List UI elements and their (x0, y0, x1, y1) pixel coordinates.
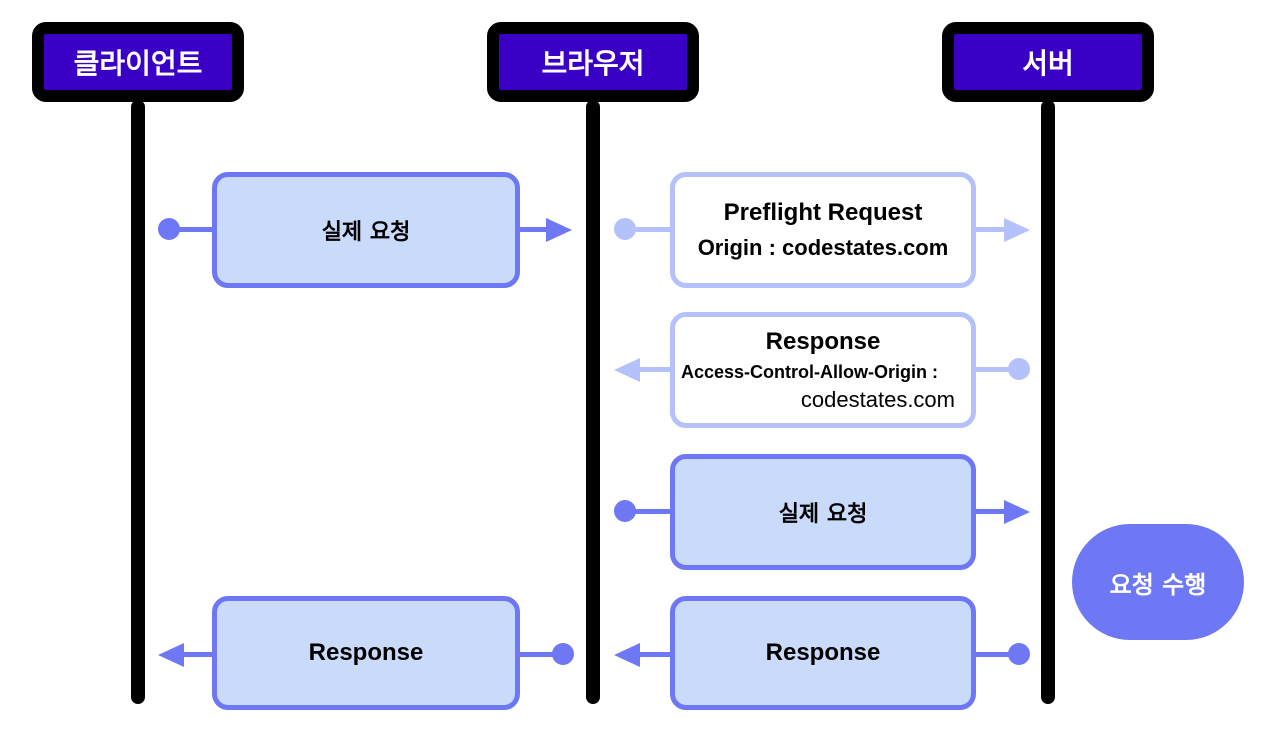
client-actor: 클라이언트 (32, 22, 244, 102)
server-response-line-right (974, 652, 1020, 657)
server-request-box: 실제 요청 (670, 454, 976, 570)
preflight-response-value: codestates.com (800, 386, 955, 412)
server-response-box: Response (670, 596, 976, 710)
server-response-origin-dot (1008, 643, 1030, 665)
preflight-origin-dot (614, 218, 636, 240)
client-response-line-left (182, 652, 216, 657)
server-request-line-right (974, 509, 1006, 514)
preflight-request-box: Preflight Request Origin : codestates.co… (670, 172, 976, 288)
preflight-response-origin-dot (1008, 358, 1030, 380)
server-actor: 서버 (942, 22, 1154, 102)
preflight-line-right (974, 227, 1006, 232)
server-response-arrow (614, 643, 640, 667)
server-request-origin-dot (614, 500, 636, 522)
server-request-line-left (626, 509, 672, 514)
preflight-response-line-left (638, 367, 672, 372)
client-response-arrow (158, 643, 184, 667)
server-lifeline (1041, 100, 1055, 704)
browser-lifeline (586, 100, 600, 704)
client-request-box: 실제 요청 (212, 172, 520, 288)
client-response-line-right (518, 652, 564, 657)
server-request-arrow (1004, 500, 1030, 524)
client-response-label: Response (308, 639, 424, 666)
preflight-arrow (1004, 218, 1030, 242)
preflight-title: Preflight Request (723, 199, 923, 226)
client-lifeline (131, 100, 145, 704)
server-response-label: Response (765, 639, 881, 666)
client-request-arrow (546, 218, 572, 242)
server-response-line-left (638, 652, 672, 657)
preflight-response-box: Response Access-Control-Allow-Origin : c… (670, 312, 976, 428)
client-response-box: Response (212, 596, 520, 710)
client-request-label: 실제 요청 (321, 220, 411, 245)
browser-actor: 브라우저 (487, 22, 699, 102)
preflight-response-line-right (974, 367, 1020, 372)
preflight-line-left (626, 227, 672, 232)
preflight-response-header: Access-Control-Allow-Origin : (681, 361, 939, 382)
server-request-label: 실제 요청 (778, 502, 868, 527)
client-request-line-right (518, 227, 548, 232)
preflight-response-arrow (614, 358, 640, 382)
process-pill: 요청 수행 (1072, 524, 1244, 640)
client-request-line-left (170, 227, 214, 232)
preflight-origin: Origin : codestates.com (697, 235, 949, 260)
client-response-origin-dot (552, 643, 574, 665)
process-label: 요청 수행 (1109, 570, 1207, 599)
client-request-origin-dot (158, 218, 180, 240)
preflight-response-title: Response (765, 327, 881, 355)
